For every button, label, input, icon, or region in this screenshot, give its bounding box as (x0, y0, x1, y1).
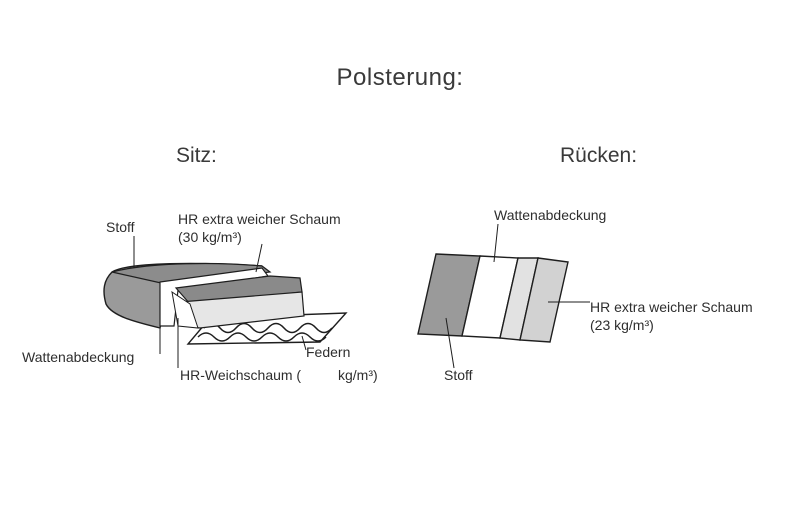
ruecken-label-wattenabdeckung: Wattenabdeckung (494, 207, 607, 223)
sitz-heading: Sitz: (176, 144, 217, 167)
leader-federn (301, 335, 307, 351)
leader-hr-extra (255, 243, 263, 273)
sitz-label-hr-extra-1: HR extra weicher Schaum (178, 211, 341, 227)
ruecken-heading: Rücken: (560, 144, 638, 167)
sitz-label-stoff: Stoff (106, 219, 135, 235)
page-title: Polsterung: (336, 64, 464, 91)
sitz-label-hr-weich-1: HR-Weichschaum ( (180, 367, 302, 383)
spring-coils (197, 322, 333, 342)
sitz-label-hr-extra-2: (30 kg/m³) (178, 229, 242, 245)
sitz-label-federn: Federn (306, 344, 351, 360)
back-foam-2 (519, 257, 569, 343)
seat-cushion-illustration (103, 236, 348, 368)
ruecken-label-stoff: Stoff (444, 367, 473, 383)
ruecken-label-hr-extra-1: HR extra weicher Schaum (590, 299, 753, 315)
ruecken-label-hr-extra-2: (23 kg/m³) (590, 317, 654, 333)
sitz-label-hr-weich-2: kg/m³) (338, 367, 378, 383)
leader-back-wattenabdeckung (493, 223, 499, 263)
seat-fabric-top (111, 262, 272, 286)
sitz-label-wattenabdeckung: Wattenabdeckung (22, 349, 135, 365)
leader-back-stoff (445, 317, 455, 369)
back-cushion-illustration (417, 223, 590, 369)
